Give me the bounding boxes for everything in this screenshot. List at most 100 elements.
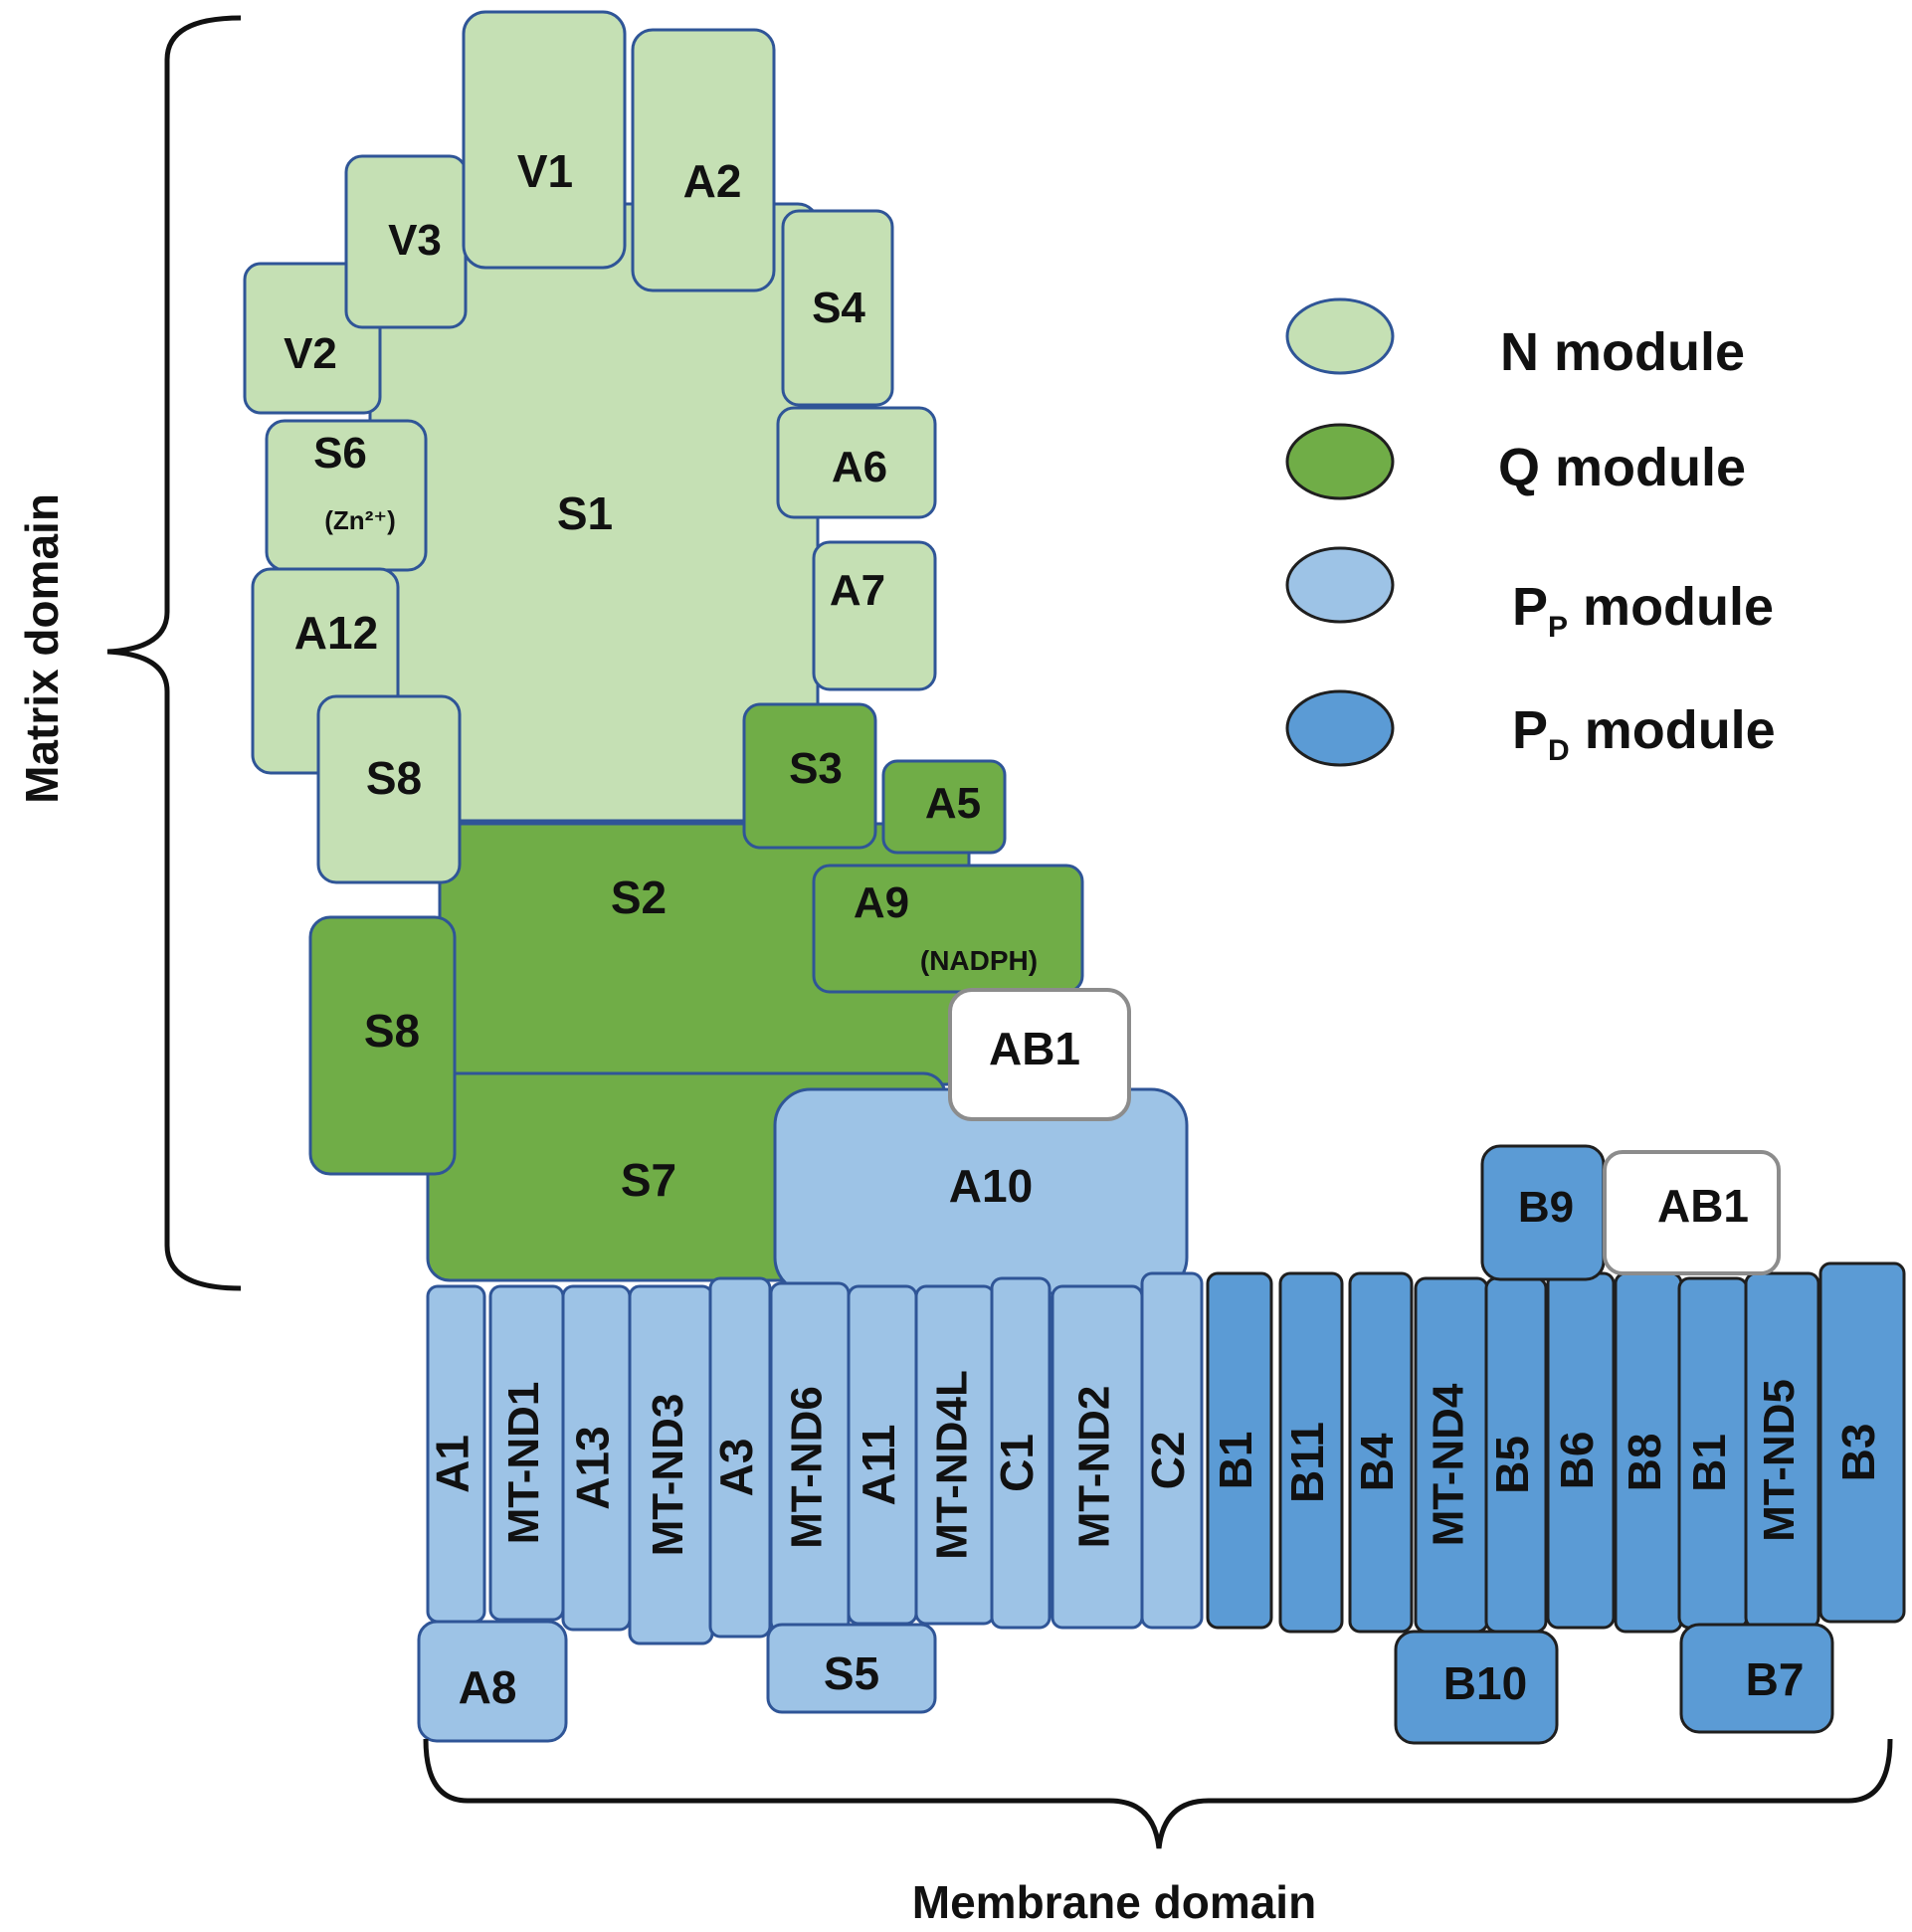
subunit-a9: A9 (NADPH) <box>812 864 1084 994</box>
membrane-subunit-pp-2: A13 <box>561 1284 632 1632</box>
subunit-s2-label: S2 <box>611 871 667 923</box>
membrane-subunit-label: B3 <box>1832 1424 1884 1482</box>
subunit-v1-label: V1 <box>517 145 573 197</box>
membrane-subunit-pp-4: A3 <box>708 1276 772 1639</box>
subunit-v1: V1 <box>462 10 627 270</box>
membrane-subunit-label: MT-ND4 <box>1425 1383 1473 1546</box>
membrane-subunit-pd-8: MT-ND5 <box>1744 1271 1820 1630</box>
legend-item-pd: PD module <box>1285 689 1776 767</box>
subunit-ab1-top-label: AB1 <box>989 1023 1080 1074</box>
subunit-a6-label: A6 <box>832 443 887 491</box>
membrane-subunit-box <box>1278 1271 1344 1634</box>
membrane-subunit-label: A1 <box>427 1435 478 1493</box>
subunit-s3-label: S3 <box>789 744 843 793</box>
subunit-s8-n-label: S8 <box>366 752 422 804</box>
legend-swatch-q <box>1285 423 1395 500</box>
membrane-subunit-label: MT-ND5 <box>1755 1379 1804 1542</box>
membrane-subunit-pd-3: MT-ND4 <box>1414 1276 1489 1634</box>
legend-label-pp-suffix: module <box>1568 577 1774 637</box>
membrane-subunit-label: B5 <box>1486 1436 1538 1494</box>
subunit-a7: A7 <box>812 540 937 691</box>
membrane-subunit-pp-0: A1 <box>426 1284 486 1624</box>
membrane-subunit-label: MT-ND3 <box>644 1394 692 1557</box>
membrane-subunit-pp-9: MT-ND2 <box>1051 1284 1144 1630</box>
membrane-subunit-label: C2 <box>1142 1432 1194 1490</box>
membrane-subunit-box <box>1206 1271 1273 1630</box>
subunit-a10: A10 <box>773 1087 1189 1295</box>
membrane-subunit-pd-1: B11 <box>1278 1271 1344 1634</box>
membrane-subunit-pp-1: MT-ND1 <box>488 1284 565 1622</box>
subunit-ab1-right-label: AB1 <box>1657 1180 1749 1232</box>
membrane-subunit-box <box>990 1276 1052 1630</box>
legend-item-pp: PP module <box>1285 546 1774 644</box>
membrane-subunit-pd-2: B4 <box>1348 1271 1414 1634</box>
legend-label-pd: PD module <box>1512 700 1776 767</box>
membrane-subunit-pp-8: C1 <box>990 1276 1052 1630</box>
legend-item-q: Q module <box>1285 423 1746 500</box>
subunit-s1-label: S1 <box>557 487 613 539</box>
membrane-subunit-label: MT-ND4L <box>928 1370 977 1560</box>
subunit-a2: A2 <box>631 28 776 292</box>
subunit-v3-label: V3 <box>388 216 442 265</box>
membrane-subunit-label: B6 <box>1551 1432 1603 1490</box>
legend-item-n: N module <box>1285 297 1745 382</box>
legend-swatch-pd <box>1285 689 1395 767</box>
legend-swatch-n <box>1285 297 1395 375</box>
membrane-subunit-label: B1 <box>1210 1432 1261 1490</box>
membrane-subunit-label: B1 <box>1683 1434 1735 1492</box>
membrane-subunit-label: MT-ND6 <box>783 1386 832 1549</box>
membrane-subunit-label: A11 <box>853 1425 904 1506</box>
legend-label-n: N module <box>1500 322 1745 382</box>
subunit-a6: A6 <box>776 406 937 519</box>
subunit-s3: S3 <box>742 702 877 850</box>
subunit-a5: A5 <box>881 759 1007 855</box>
subunit-s4: S4 <box>781 209 894 407</box>
legend-label-pd-main: P <box>1512 700 1548 760</box>
matrix-domain-bracket: Matrix domain <box>16 15 242 1291</box>
membrane-subunit-pp-6: A11 <box>847 1284 918 1626</box>
membrane-subunit-pp-10: C2 <box>1140 1271 1204 1630</box>
subunit-b9-label: B9 <box>1518 1183 1574 1232</box>
legend-label-pp-main: P <box>1512 577 1548 637</box>
legend-swatch-pp <box>1285 546 1395 624</box>
subunit-s5-label: S5 <box>824 1647 879 1699</box>
subunit-v3: V3 <box>344 154 468 329</box>
membrane-subunit-box <box>1818 1261 1906 1624</box>
membrane-subunit-pd-7: B1 <box>1677 1276 1749 1630</box>
subunit-b7-label: B7 <box>1746 1653 1805 1705</box>
membrane-domain-label: Membrane domain <box>912 1876 1316 1928</box>
legend-label-pp: PP module <box>1512 577 1774 644</box>
membrane-subunit-pd-9: B3 <box>1818 1261 1906 1624</box>
subunit-b9: B9 <box>1480 1144 1606 1281</box>
subunit-a7-label: A7 <box>830 566 885 615</box>
membrane-subunit-label: MT-ND2 <box>1070 1386 1119 1549</box>
membrane-subunit-pd-4: B5 <box>1484 1276 1548 1634</box>
legend-label-pp-sub: P <box>1548 611 1568 644</box>
matrix-subunits: S1 S2 S7 V2 V3 V1 A2 <box>243 10 1189 1295</box>
subunit-s5: S5 <box>766 1623 937 1714</box>
membrane-peripheral: A8 S5 B10 B7 B9 AB1 <box>417 1144 1834 1745</box>
subunit-a9-note: (NADPH) <box>920 945 1038 976</box>
subunit-a12-label: A12 <box>294 607 378 659</box>
subunit-s8-q: S8 <box>308 915 457 1176</box>
membrane-subunit-pd-6: B8 <box>1614 1271 1683 1634</box>
membrane-subunit-label: A13 <box>567 1426 619 1509</box>
membrane-subunit-pd-0: B1 <box>1206 1271 1273 1630</box>
subunit-a2-label: A2 <box>683 155 742 207</box>
subunit-b7: B7 <box>1679 1623 1834 1734</box>
subunit-a9-label: A9 <box>854 878 909 927</box>
subunit-s6: S6 (Zn²⁺) <box>265 419 428 572</box>
subunit-ab1-right: AB1 <box>1603 1150 1781 1275</box>
subunit-a8-label: A8 <box>459 1661 517 1713</box>
legend: N module Q module PP module PD module <box>1285 297 1776 767</box>
legend-label-pd-sub: D <box>1548 734 1570 767</box>
membrane-subunit-box <box>1348 1271 1414 1634</box>
membrane-subunit-pp-5: MT-ND6 <box>769 1281 851 1634</box>
subunit-s8-n: S8 <box>316 694 462 884</box>
subunit-s8-q-label: S8 <box>364 1005 420 1057</box>
membrane-subunit-pp-3: MT-ND3 <box>628 1284 714 1645</box>
membrane-subunit-label: B11 <box>1281 1422 1333 1503</box>
legend-label-pd-suffix: module <box>1570 700 1776 760</box>
